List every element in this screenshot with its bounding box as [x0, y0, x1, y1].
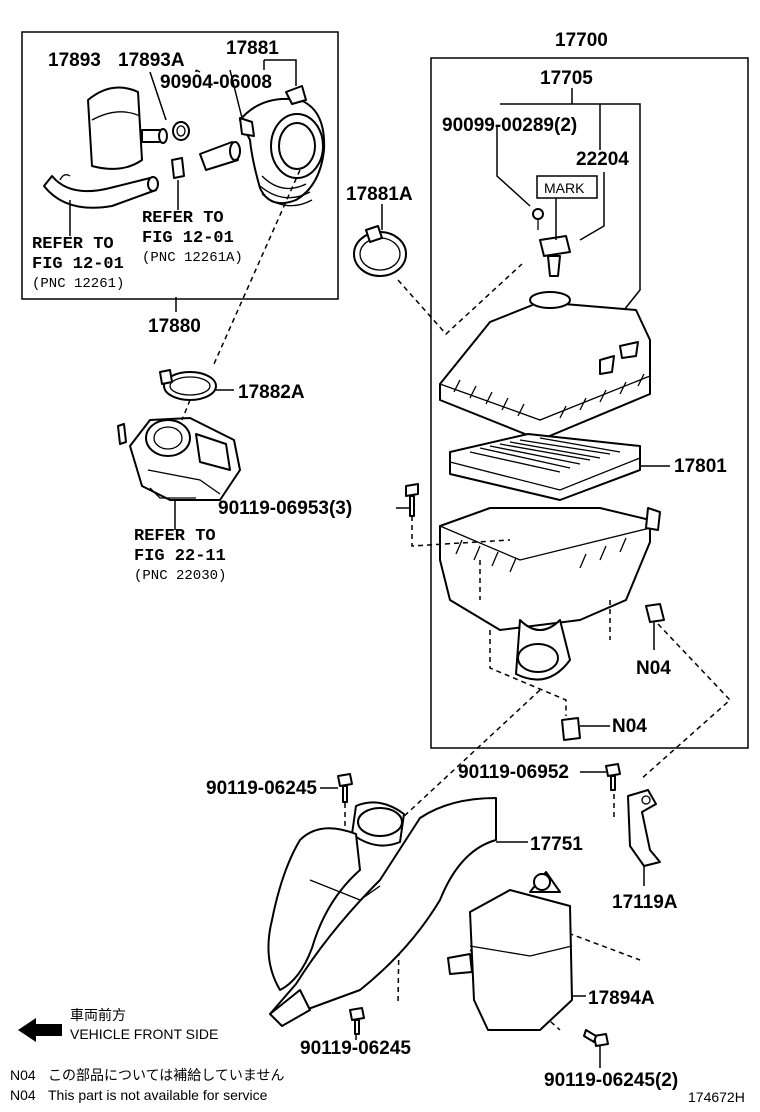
label-17119a: 17119A	[612, 892, 678, 913]
clamp-17881a	[353, 225, 407, 277]
ref1-line1: REFER TO	[32, 235, 114, 254]
clamp-17893a	[172, 121, 190, 141]
label-90904-06008: 90904-06008	[160, 72, 272, 93]
hose-12261	[43, 174, 159, 209]
air-cleaner-cap-17705	[439, 291, 651, 441]
label-90119-06245-c: 90119-06245(2)	[544, 1070, 678, 1091]
ref2-line1: REFER TO	[142, 209, 224, 228]
grommet-n04-b	[561, 717, 581, 741]
label-90119-06952: 90119-06952	[458, 762, 569, 783]
label-90119-06953: 90119-06953(3)	[218, 498, 352, 519]
note-code-2: N04	[10, 1087, 36, 1103]
label-17893: 17893	[48, 50, 101, 71]
ref3-line1: REFER TO	[134, 527, 216, 546]
figure-id: 174672H	[688, 1089, 745, 1105]
bolt-90119-06952	[605, 763, 621, 791]
label-90119-06245-a: 90119-06245	[206, 778, 317, 799]
label-17893a: 17893A	[118, 50, 185, 71]
bolt-90119-06245-b	[349, 1007, 365, 1035]
label-22204: 22204	[576, 149, 629, 170]
ref3-pnc: (PNC 22030)	[134, 568, 226, 584]
label-90119-06245-b: 90119-06245	[300, 1038, 411, 1059]
label-17751: 17751	[530, 834, 583, 855]
air-cleaner-hose-17881	[239, 85, 326, 207]
note-text-2: This part is not available for service	[48, 1087, 268, 1103]
note-code-1: N04	[10, 1067, 36, 1083]
resonator-17893	[87, 86, 168, 170]
bolt-90119-06245-c	[583, 1029, 609, 1047]
grommet-n04-a	[645, 603, 665, 623]
ref3-line2: FIG 22-11	[134, 547, 226, 566]
bolt-90119-06245-a	[337, 773, 353, 803]
ref1-pnc: (PNC 12261)	[32, 276, 124, 292]
label-17882a: 17882A	[238, 382, 305, 403]
air-inlet-duct-17751	[267, 797, 497, 1027]
label-n04-b: N04	[612, 716, 647, 737]
bolt-90119-06953	[405, 483, 419, 517]
label-17700: 17700	[555, 30, 608, 51]
label-90099-00289: 90099-00289(2)	[442, 115, 577, 136]
note-text-1: この部品については補給していません	[48, 1067, 284, 1083]
sensor-22204	[532, 208, 571, 277]
ref2-line2: FIG 12-01	[142, 229, 234, 248]
label-17705: 17705	[540, 68, 593, 89]
air-cleaner-group-box	[430, 57, 749, 749]
mark-box	[536, 175, 598, 199]
label-17894a: 17894A	[588, 988, 655, 1009]
bracket-17119a	[627, 789, 661, 867]
vehicle-front-arrow-icon	[18, 1018, 62, 1042]
label-17881: 17881	[226, 38, 279, 59]
air-filter-17801	[449, 433, 641, 501]
hose-group-box	[21, 31, 339, 300]
hose-small-12261a	[171, 141, 241, 179]
ref2-pnc: (PNC 12261A)	[142, 250, 243, 266]
clamp-17882a	[159, 369, 217, 401]
label-n04-a: N04	[636, 658, 671, 679]
label-17801: 17801	[674, 456, 727, 477]
ref1-line2: FIG 12-01	[32, 255, 124, 274]
label-mark: MARK	[544, 180, 585, 196]
air-cleaner-case	[439, 507, 661, 681]
throttle-body-22030	[117, 417, 241, 501]
resonator-17894a	[447, 871, 573, 1031]
label-17881a: 17881A	[346, 184, 413, 205]
label-17880: 17880	[148, 316, 201, 337]
direction-label-jp: 車両前方	[70, 1007, 126, 1023]
direction-label-en: VEHICLE FRONT SIDE	[70, 1026, 218, 1042]
